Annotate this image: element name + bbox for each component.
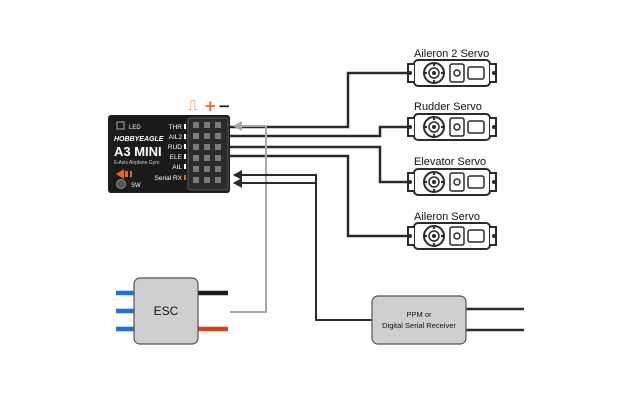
port-label-ail: AIL xyxy=(172,164,182,171)
gyro-subtitle: 6-Axis Airplane Gyro xyxy=(114,160,160,166)
servo-label-rudder: Rudder Servo xyxy=(414,101,482,113)
signal-pulse-icon: ⎍ xyxy=(188,98,198,114)
esc-label: ESC xyxy=(154,304,179,318)
servo-label-aileron-2: Aileron 2 Servo xyxy=(414,48,489,60)
port-label-ail2: AIL2 xyxy=(169,134,183,141)
port-label-ele: ELE xyxy=(170,154,183,161)
sw-label: SW xyxy=(131,183,141,189)
servo-wires xyxy=(230,71,408,238)
sw-button xyxy=(116,179,126,189)
plus-symbol: + xyxy=(204,97,217,115)
servo-icon xyxy=(407,59,497,87)
gyro-brand: HOBBYEAGLE xyxy=(114,136,164,143)
wire-esc-throttle xyxy=(230,121,267,313)
servo-rudder: Rudder Servo xyxy=(407,101,497,141)
led-label: LED xyxy=(129,125,141,131)
port-label-rud: RUD xyxy=(168,144,182,151)
receiver-label-line2: Digital Serial Receiver xyxy=(382,321,456,330)
wire-thr-aileron2 xyxy=(230,71,408,129)
led-indicator xyxy=(116,121,125,130)
servo-aileron-2: Aileron 2 Servo xyxy=(407,48,497,87)
gyro-model: A3 MINI xyxy=(114,144,162,159)
port-label-serial-rx: Serial RX xyxy=(155,175,183,182)
receiver-label-line1: PPM or xyxy=(406,310,432,319)
esc-unit: ESC xyxy=(116,277,228,345)
wire-ail2-rudder xyxy=(230,125,408,138)
receiver-antenna-wires xyxy=(466,307,524,332)
servo-icon xyxy=(407,222,497,250)
wire-rud-elevator xyxy=(230,145,408,184)
servo-elevator: Elevator Servo xyxy=(407,156,497,196)
esc-input-wires xyxy=(116,290,134,332)
esc-output-wires xyxy=(198,290,228,332)
port-markers xyxy=(184,124,186,180)
arrow-left-icon xyxy=(116,169,132,179)
wire-ele-aileron xyxy=(230,154,408,238)
receiver-box xyxy=(371,295,467,345)
receiver-unit: PPM or Digital Serial Receiver xyxy=(371,295,524,345)
servo-label-elevator: Elevator Servo xyxy=(414,156,486,168)
gyro-unit: LED HOBBYEAGLE A3 MINI 6-Axis Airplane G… xyxy=(108,115,230,193)
esc-box xyxy=(133,277,199,345)
servo-icon xyxy=(407,168,497,196)
servo-icon xyxy=(407,113,497,141)
minus-symbol: − xyxy=(218,97,231,115)
port-label-thr: THR xyxy=(169,124,183,131)
servo-label-aileron: Aileron Servo xyxy=(414,211,480,223)
servo-aileron: Aileron Servo xyxy=(407,211,497,250)
gyro-pins xyxy=(193,122,221,183)
wire-receiver-serial-a xyxy=(233,170,372,321)
